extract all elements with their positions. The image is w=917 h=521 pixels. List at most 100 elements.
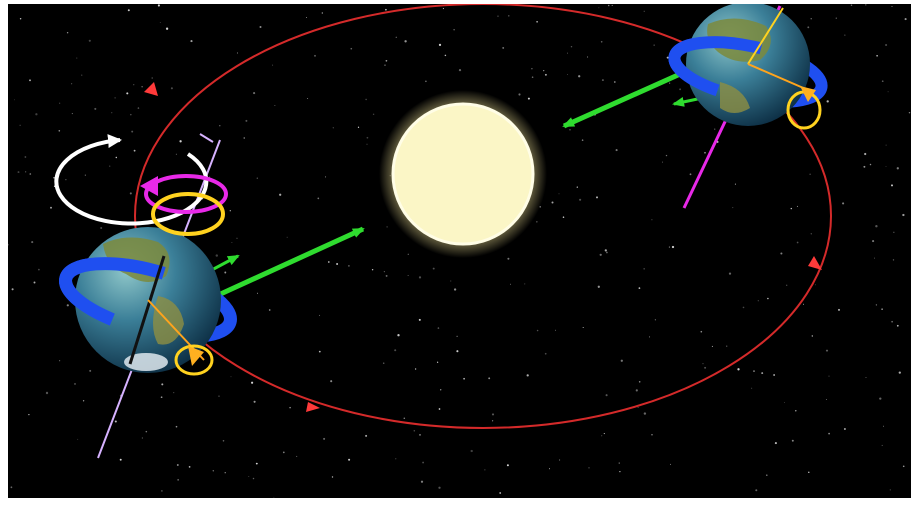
star <box>404 417 406 419</box>
earth-right <box>669 4 827 208</box>
star <box>38 269 40 271</box>
star <box>350 48 352 50</box>
star <box>729 272 731 274</box>
orbit-diagram-svg <box>8 4 911 498</box>
star <box>94 108 96 110</box>
star <box>792 440 794 442</box>
star <box>583 327 584 328</box>
star <box>254 401 256 403</box>
star <box>579 199 581 201</box>
star <box>438 487 440 489</box>
star <box>319 315 320 316</box>
star <box>287 237 288 238</box>
star <box>842 202 844 204</box>
star <box>397 334 399 336</box>
star <box>438 327 440 329</box>
star <box>116 157 117 158</box>
star <box>644 268 645 269</box>
star <box>317 198 319 200</box>
star <box>257 178 258 179</box>
star <box>161 396 163 398</box>
star <box>131 131 133 133</box>
star <box>128 9 130 11</box>
star <box>50 207 52 209</box>
star <box>14 99 15 100</box>
star <box>758 300 759 301</box>
star <box>8 244 9 246</box>
star <box>176 426 178 428</box>
star <box>864 153 866 155</box>
star <box>766 474 767 475</box>
star <box>445 55 447 57</box>
star <box>160 22 161 23</box>
star <box>528 98 530 100</box>
star <box>751 388 752 389</box>
star <box>589 467 590 468</box>
axis-tip <box>200 134 213 142</box>
star <box>223 440 225 442</box>
star <box>881 308 883 310</box>
star <box>166 28 168 30</box>
star <box>807 26 809 28</box>
star <box>274 105 275 106</box>
star <box>152 77 153 78</box>
star <box>567 53 568 54</box>
star <box>701 331 703 333</box>
star <box>158 4 160 6</box>
star <box>384 271 385 272</box>
star <box>67 304 69 306</box>
star <box>114 97 115 98</box>
star <box>655 319 656 320</box>
star <box>784 402 785 403</box>
star <box>269 309 271 311</box>
star <box>173 392 174 393</box>
star <box>909 112 910 113</box>
star <box>28 414 29 415</box>
star <box>367 137 369 139</box>
star <box>190 40 192 42</box>
star <box>893 259 894 260</box>
star <box>598 286 600 288</box>
star <box>600 254 602 256</box>
star <box>314 55 316 57</box>
star <box>886 145 887 146</box>
star <box>621 360 623 362</box>
star <box>230 210 231 211</box>
star <box>810 174 811 175</box>
star <box>644 11 645 12</box>
star <box>551 201 553 203</box>
star <box>138 107 140 109</box>
star <box>651 219 652 220</box>
star <box>437 362 438 363</box>
star <box>76 58 77 59</box>
star <box>619 471 620 472</box>
star <box>439 44 441 46</box>
star <box>726 346 727 347</box>
star <box>876 304 877 305</box>
star <box>31 241 33 243</box>
star <box>372 269 373 270</box>
star <box>29 173 31 175</box>
star <box>161 490 163 492</box>
star <box>883 426 884 427</box>
star <box>882 80 884 82</box>
star <box>903 465 905 467</box>
star <box>797 242 799 244</box>
star <box>836 18 837 19</box>
star <box>897 325 899 327</box>
rotation-ring-icon <box>153 194 223 234</box>
star <box>365 435 367 437</box>
star <box>253 92 255 94</box>
star <box>322 12 323 13</box>
star <box>690 173 692 175</box>
star <box>791 208 792 209</box>
star <box>439 408 441 410</box>
star <box>237 238 238 239</box>
star <box>35 113 37 115</box>
star <box>577 186 578 187</box>
star <box>443 8 444 9</box>
star <box>219 125 220 126</box>
star <box>545 74 547 76</box>
star <box>844 35 845 36</box>
star <box>865 4 866 5</box>
